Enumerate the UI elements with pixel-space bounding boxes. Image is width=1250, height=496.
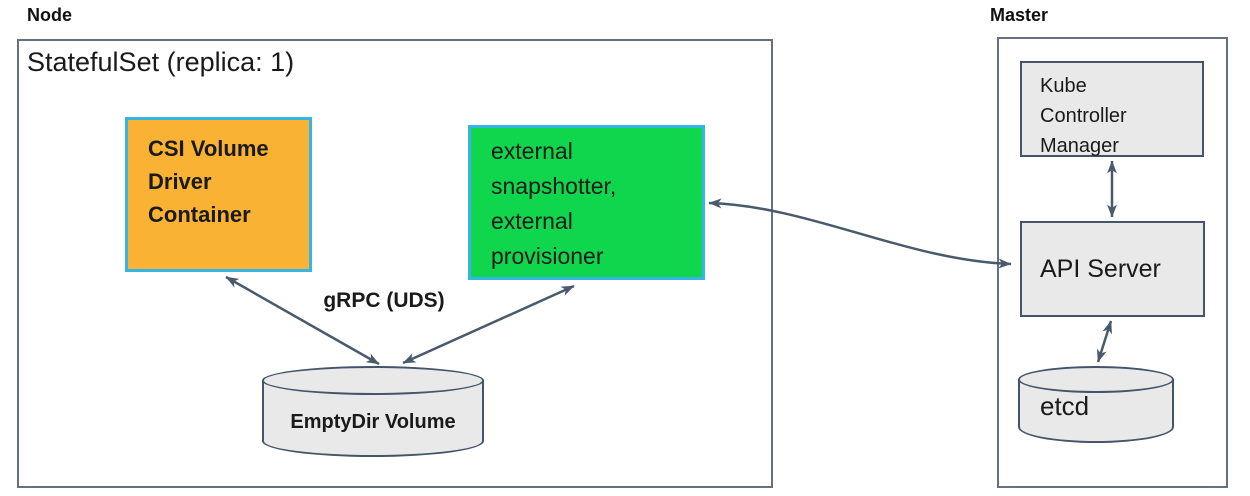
external-sidecars-box: external snapshotter, external provision… — [468, 125, 705, 280]
sidecar-box-line: external — [491, 138, 573, 164]
cylinder-top-ellipse — [1018, 366, 1174, 393]
sidecar-box-line: snapshotter, — [491, 173, 617, 199]
api-server-label: API Server — [1040, 254, 1161, 283]
emptydir-volume-cylinder: EmptyDir Volume — [262, 366, 484, 457]
emptydir-volume-label: EmptyDir Volume — [290, 411, 456, 433]
node-section-label: Node — [27, 5, 72, 25]
sidecar-box-line: external — [491, 208, 573, 234]
cylinder-top-ellipse — [262, 366, 484, 395]
csi-box-line: Container — [148, 202, 251, 227]
kube-controller-manager-box: Kube Controller Manager — [1020, 61, 1204, 157]
etcd-cylinder: etcd — [1018, 366, 1174, 443]
statefulset-title: StatefulSet (replica: 1) — [27, 47, 295, 77]
csi-volume-driver-box: CSI Volume Driver Container — [125, 117, 312, 272]
sidecar-box-line: provisioner — [491, 243, 604, 269]
api-server-box: API Server — [1020, 221, 1205, 317]
grpc-uds-label: gRPC (UDS) — [323, 289, 445, 312]
etcd-label: etcd — [1040, 391, 1090, 421]
kcm-box-line: Manager — [1040, 135, 1119, 157]
kcm-box-line: Controller — [1040, 105, 1127, 127]
csi-box-line: CSI Volume — [148, 136, 269, 161]
master-section-label: Master — [990, 5, 1049, 25]
kcm-box-line: Kube — [1040, 75, 1087, 97]
csi-box-line: Driver — [148, 169, 212, 194]
